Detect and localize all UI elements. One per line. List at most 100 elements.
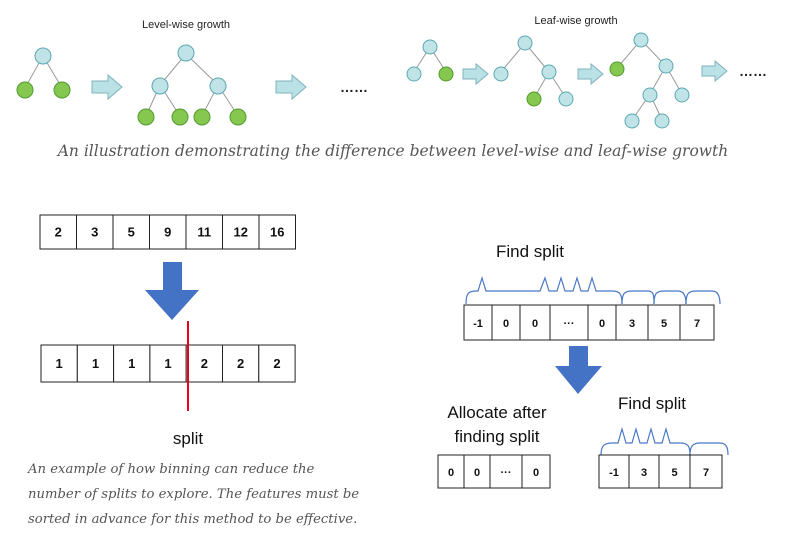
tree-node — [151, 77, 169, 95]
value-cell-text: 0 — [448, 467, 454, 479]
tree-node — [517, 35, 533, 51]
value-cell-text: 12 — [234, 225, 248, 240]
find-split-bottom-label: Find split — [618, 394, 686, 413]
value-cell-text: 5 — [661, 318, 667, 330]
value-cell — [113, 344, 151, 383]
value-cell-text: 3 — [91, 225, 98, 240]
value-cell-text: ··· — [501, 467, 512, 479]
value-cell — [519, 304, 551, 341]
value-cell — [491, 304, 521, 341]
big-down-arrow-icon — [145, 262, 199, 320]
tree-node — [209, 77, 227, 95]
value-cell-text: 1 — [56, 356, 63, 371]
value-cell — [647, 304, 681, 341]
value-cell — [689, 454, 723, 489]
nonzero-values-row: -1 3 5 7 — [598, 454, 723, 489]
allocated-zero-row: 0 0 ··· 0 — [437, 454, 551, 489]
allocate-label-line: finding split — [454, 427, 539, 446]
value-cell-text: 1 — [92, 356, 99, 371]
binning-caption-line: number of splits to explore. The feature… — [28, 487, 359, 502]
value-cell — [679, 304, 715, 341]
value-cell — [222, 344, 260, 383]
ellipsis-right: …… — [739, 63, 767, 79]
value-cell-text: 0 — [533, 467, 539, 479]
leaf-node — [16, 81, 34, 99]
allocate-label-line: Allocate after — [447, 403, 547, 422]
value-cell-text: 1 — [164, 356, 171, 371]
growth-arrow-icon — [577, 62, 604, 86]
value-cell-text: 11 — [197, 225, 211, 240]
value-cell-text: 3 — [629, 318, 635, 330]
value-cell — [39, 214, 77, 250]
value-cell-text: 1 — [128, 356, 135, 371]
tree-node — [558, 91, 574, 107]
level-wise-title: Level-wise growth — [142, 19, 230, 31]
tree-node — [34, 47, 52, 65]
leaf-node — [193, 108, 211, 126]
split-brace-top — [465, 275, 721, 305]
value-cell-text: 2 — [273, 356, 280, 371]
level-tree-2 — [137, 44, 247, 126]
value-cell — [615, 304, 649, 341]
tree-node — [406, 66, 422, 82]
value-cell-text: 0 — [532, 318, 538, 330]
value-cell-text: 0 — [474, 467, 480, 479]
value-cell — [489, 454, 523, 489]
tree-node — [642, 87, 658, 103]
value-cell-text: 9 — [164, 225, 171, 240]
value-cell-text: 7 — [703, 467, 709, 479]
value-cell — [112, 214, 150, 250]
binning-caption-line: sorted in advance for this method to be … — [28, 512, 357, 527]
level-wise-section: Level-wise growth …… — [16, 19, 368, 126]
value-cell — [258, 214, 296, 250]
leaf-tree-3 — [609, 32, 690, 129]
growth-arrow-icon — [462, 62, 489, 86]
leaf-node — [53, 81, 71, 99]
tree-node — [541, 64, 557, 80]
tree-node — [674, 87, 690, 103]
split-label: split — [173, 429, 204, 448]
tree-node — [633, 32, 649, 48]
value-cell — [437, 454, 465, 489]
value-cell — [598, 454, 630, 489]
ellipsis-left: …… — [340, 79, 368, 95]
leaf-node — [438, 66, 454, 82]
big-down-arrow-icon — [555, 346, 602, 394]
leaf-node — [609, 61, 625, 77]
leaf-node — [171, 108, 189, 126]
value-cell — [76, 214, 114, 250]
value-cell-text: 5 — [671, 467, 677, 479]
value-cell — [628, 454, 660, 489]
leaf-tree-1 — [406, 39, 454, 82]
value-cell-text: 3 — [641, 467, 647, 479]
value-cell-text: 5 — [128, 225, 135, 240]
sparse-section: Find split -1 0 0 ··· 0 3 5 7 Allocate after fi… — [437, 242, 729, 489]
value-cell — [222, 214, 260, 250]
value-cell-text: 0 — [503, 318, 509, 330]
value-cell — [587, 304, 617, 341]
tree-node — [654, 113, 670, 129]
value-cell-text: -1 — [609, 467, 619, 479]
value-cell — [258, 344, 296, 383]
value-cell — [40, 344, 78, 383]
value-cell-text: 2 — [201, 356, 208, 371]
tree-node — [493, 66, 509, 82]
value-cell-text: -1 — [473, 318, 483, 330]
growth-arrow-icon — [91, 73, 123, 101]
value-cell — [149, 344, 187, 383]
value-cell — [521, 454, 551, 489]
binning-caption-line: An example of how binning can reduce the — [27, 462, 315, 477]
find-split-top-label: Find split — [496, 242, 564, 261]
value-cell-text: ··· — [564, 318, 575, 330]
value-cell — [658, 454, 691, 489]
growth-arrow-icon — [701, 59, 728, 83]
value-cell-text: 2 — [55, 225, 62, 240]
tree-node — [422, 39, 438, 55]
level-tree-1 — [16, 47, 71, 99]
leaf-node — [526, 91, 542, 107]
